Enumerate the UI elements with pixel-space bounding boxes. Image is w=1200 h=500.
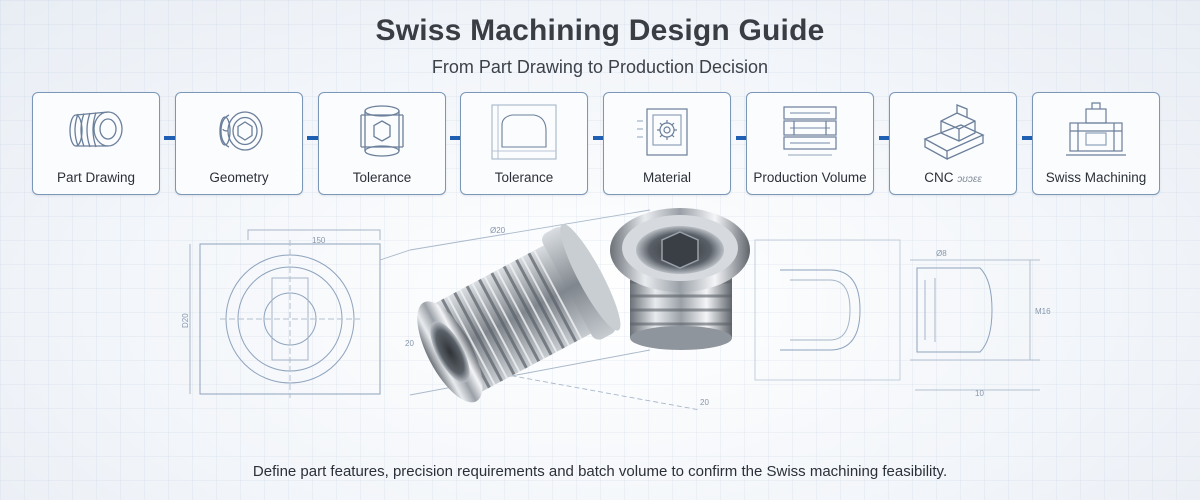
process-flow: Part Drawing Geometry	[32, 92, 1172, 195]
dim-label: 20	[405, 339, 414, 348]
dim-label: D20	[181, 313, 190, 328]
step-label: Production Volume	[753, 170, 867, 185]
parts-stack-icon	[783, 106, 837, 156]
step-material[interactable]: Material	[603, 92, 731, 195]
dim-label: Ø20	[490, 226, 506, 235]
cnc-machine-icon	[923, 104, 985, 161]
step-label: Geometry	[209, 170, 269, 185]
dim-label: Ø8	[936, 249, 947, 258]
side-view-drawing	[754, 239, 1040, 391]
step-label: Part Drawing	[56, 170, 136, 185]
step-part-drawing[interactable]: Part Drawing	[32, 92, 160, 195]
profile-drawing-icon	[491, 104, 557, 160]
page-title: Swiss Machining Design Guide	[375, 14, 825, 47]
step-label: Material	[642, 170, 691, 185]
step-geometry[interactable]: Geometry	[175, 92, 303, 195]
footer-caption: Define part features, precision requirem…	[252, 463, 948, 480]
step-tolerance-2[interactable]: Tolerance	[460, 92, 588, 195]
threaded-part-icon	[69, 111, 123, 148]
step-label: CNC ɔʊɔɛɛ	[924, 170, 982, 185]
front-view-drawing	[189, 229, 381, 398]
step-swiss-machining[interactable]: Swiss Machining	[1032, 92, 1160, 195]
step-label: Tolerance	[494, 170, 554, 185]
step-cnc[interactable]: CNC ɔʊɔɛɛ	[889, 92, 1017, 195]
step-tolerance-1[interactable]: Tolerance	[318, 92, 446, 195]
dim-label: M16	[1035, 307, 1051, 316]
technical-drawing-illustration: 150 D20 Ø20 M16 10 20 20 Ø8	[181, 208, 1051, 411]
step-production-volume[interactable]: Production Volume	[746, 92, 874, 195]
hex-bushing-icon	[360, 105, 404, 157]
dim-label: 20	[700, 398, 709, 407]
swiss-lathe-icon	[1066, 102, 1126, 156]
threaded-fitting-part	[417, 224, 621, 403]
material-stock-icon	[637, 108, 688, 156]
page-subtitle: From Part Drawing to Production Decision	[431, 57, 769, 77]
dim-label: 150	[312, 236, 326, 245]
dim-label: 10	[975, 389, 984, 398]
hex-socket-fitting-part	[610, 208, 750, 350]
hex-socket-part-icon	[219, 111, 263, 151]
step-label: Swiss Machining	[1045, 170, 1147, 185]
step-label: Tolerance	[352, 170, 412, 185]
